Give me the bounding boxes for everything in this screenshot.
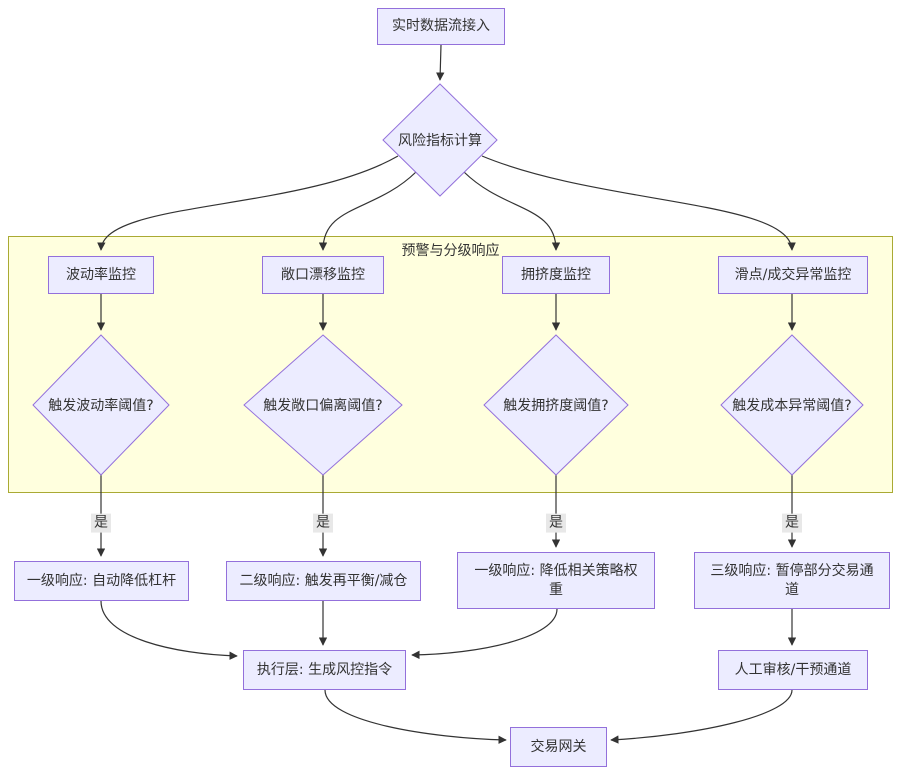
node-start: 实时数据流接入 (377, 8, 505, 45)
node-response-level3-pause: 三级响应: 暂停部分交易通道 (694, 552, 890, 609)
edge-resp1-to-execution (100, 600, 238, 660)
edge-risk-to-crowding (463, 171, 561, 251)
edge-resp3-to-execution (411, 608, 558, 660)
edge-manual-to-gateway (610, 689, 793, 744)
node-manual-review: 人工审核/干预通道 (718, 650, 868, 690)
decision-crowding-shape (483, 334, 629, 476)
edge-risk-to-exposure (318, 171, 417, 251)
decision-volatility-shape (32, 334, 170, 476)
edge-start-to-risk (436, 44, 445, 81)
edge-risk-to-volatility (97, 155, 399, 251)
decision-exposure-shape (243, 334, 403, 476)
label-decision-risk-calc: 风险指标计算 (398, 133, 482, 149)
edge-label-yes-1: 是 (91, 513, 111, 533)
node-response-level1-weight: 一级响应: 降低相关策略权重 (457, 552, 655, 609)
node-response-level1-leverage: 一级响应: 自动降低杠杆 (14, 561, 189, 601)
node-monitor-volatility: 波动率监控 (48, 256, 154, 294)
edge-label-yes-4: 是 (782, 513, 802, 533)
edge-execution-to-gateway (324, 689, 507, 744)
node-monitor-exposure: 敞口漂移监控 (262, 256, 384, 294)
label-decision-exposure: 触发敞口偏离阈值? (263, 398, 383, 414)
edge-label-yes-3: 是 (546, 513, 566, 533)
node-execution-layer: 执行层: 生成风控指令 (243, 650, 406, 690)
label-decision-volatility: 触发波动率阈值? (48, 398, 154, 414)
node-trade-gateway: 交易网关 (510, 727, 607, 767)
decision-cost-shape (720, 334, 864, 476)
node-monitor-slippage: 滑点/成交异常监控 (718, 256, 868, 294)
label-decision-crowding: 触发拥挤度阈值? (503, 398, 609, 414)
label-decision-cost: 触发成本异常阈值? (732, 398, 852, 414)
edge-label-yes-2: 是 (313, 513, 333, 533)
node-response-level2-rebalance: 二级响应: 触发再平衡/减仓 (226, 561, 421, 601)
node-monitor-crowding: 拥挤度监控 (502, 256, 610, 294)
edge-risk-to-slippage (481, 155, 796, 251)
decision-risk-calc-shape (382, 83, 498, 197)
region-title: 预警与分级响应 (401, 243, 500, 259)
